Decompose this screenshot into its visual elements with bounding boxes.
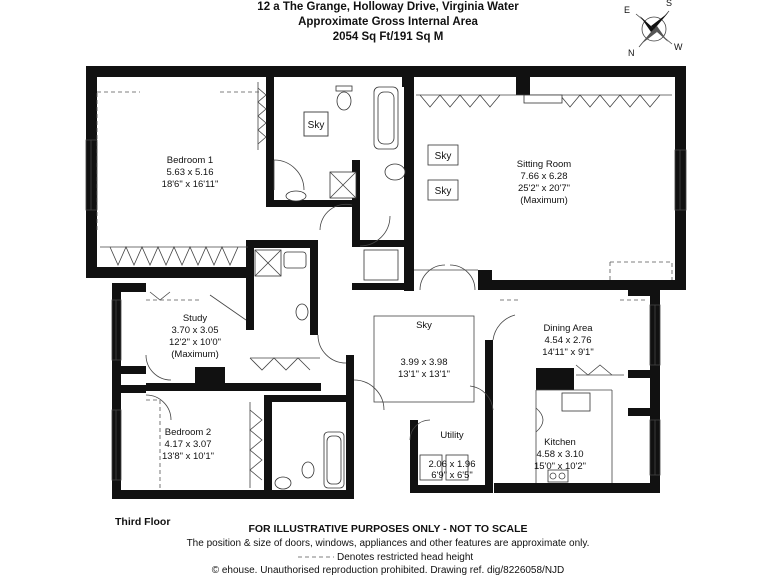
room-imperial: 18'6" x 16'11" [162, 179, 219, 190]
room-name: Bedroom 2 [165, 427, 211, 438]
room-metric: 3.70 x 3.05 [171, 325, 218, 336]
room-utility: Utility 2.06 x 1.96 6'9" x 6'5" [424, 428, 482, 481]
room-imperial: 15'0" x 10'2" [534, 461, 586, 472]
room-name: Study [183, 313, 208, 324]
room-sitting-room: Sitting Room 7.66 x 6.28 25'2" x 20'7" (… [517, 159, 571, 206]
internal-lines [85, 82, 687, 490]
room-imperial: 6'9" x 6'5" [431, 470, 473, 481]
compass-s: S [666, 0, 672, 8]
area-value: 2054 Sq Ft/191 Sq M [333, 31, 444, 43]
room-bedroom-2: Bedroom 2 4.17 x 3.07 13'8" x 10'1" [162, 427, 214, 462]
floor-label: Third Floor [115, 516, 170, 528]
room-imperial: 13'1" x 13'1" [398, 369, 450, 380]
area-label: Approximate Gross Internal Area [298, 16, 478, 28]
room-imperial: 13'8" x 10'1" [162, 451, 214, 462]
sky-label-sitting-2: Sky [435, 186, 452, 197]
room-name: Sitting Room [517, 159, 571, 170]
room-imperial: 25'2" x 20'7" [518, 183, 570, 194]
sky-label-sitting-1: Sky [435, 151, 452, 162]
room-name: Sky [416, 320, 432, 331]
room-name: Utility [440, 430, 463, 441]
room-metric: 7.66 x 6.28 [520, 171, 567, 182]
compass-w: W [674, 42, 683, 52]
room-metric: 2.06 x 1.96 [428, 459, 475, 470]
room-metric: 4.58 x 3.10 [536, 449, 583, 460]
compass-e: E [624, 5, 630, 15]
restricted-height-label: Denotes restricted head height [337, 552, 473, 563]
compass-n: N [628, 48, 635, 58]
property-address: 12 a The Grange, Holloway Drive, Virgini… [257, 1, 519, 13]
room-name: Kitchen [544, 437, 576, 448]
room-dining-area: Dining Area 4.54 x 2.76 14'11" x 9'1" [542, 323, 593, 358]
position-note: The position & size of doors, windows, a… [187, 538, 590, 549]
room-study: Study 3.70 x 3.05 12'2" x 10'0" (Maximum… [169, 313, 221, 360]
room-bedroom-1: Bedroom 1 5.63 x 5.16 18'6" x 16'11" [162, 155, 219, 190]
disclaimer: FOR ILLUSTRATIVE PURPOSES ONLY - NOT TO … [248, 523, 527, 535]
copyright: © ehouse. Unauthorised reproduction proh… [212, 565, 565, 576]
room-name: Bedroom 1 [167, 155, 213, 166]
room-note: (Maximum) [520, 195, 568, 206]
room-metric: 4.17 x 3.07 [164, 439, 211, 450]
room-kitchen: Kitchen 4.58 x 3.10 15'0" x 10'2" [534, 437, 586, 472]
room-note: (Maximum) [171, 349, 219, 360]
room-centre-sky: Sky 3.99 x 3.98 13'1" x 13'1" [398, 320, 450, 380]
room-name: Dining Area [543, 323, 593, 334]
room-metric: 4.54 x 2.76 [544, 335, 591, 346]
sky-label-bathroom: Sky [308, 120, 325, 131]
room-metric: 3.99 x 3.98 [400, 357, 447, 368]
room-imperial: 12'2" x 10'0" [169, 337, 221, 348]
walls [86, 66, 686, 499]
compass-icon: E S N W [624, 0, 683, 58]
room-metric: 5.63 x 5.16 [166, 167, 213, 178]
room-imperial: 14'11" x 9'1" [542, 347, 593, 358]
